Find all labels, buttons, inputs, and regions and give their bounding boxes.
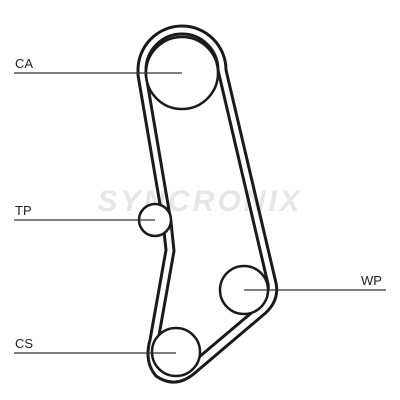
belt-outer-edge bbox=[136, 24, 279, 384]
wp-label: WP bbox=[361, 273, 382, 288]
tp-label: TP bbox=[15, 203, 32, 218]
ca-label: CA bbox=[15, 56, 33, 71]
watermark-logo: SYNCRONIX bbox=[97, 185, 302, 218]
crankshaft-pulley bbox=[150, 326, 202, 378]
watermark-text: SYNCRONIX bbox=[97, 185, 302, 218]
cs-label: CS bbox=[15, 336, 33, 351]
